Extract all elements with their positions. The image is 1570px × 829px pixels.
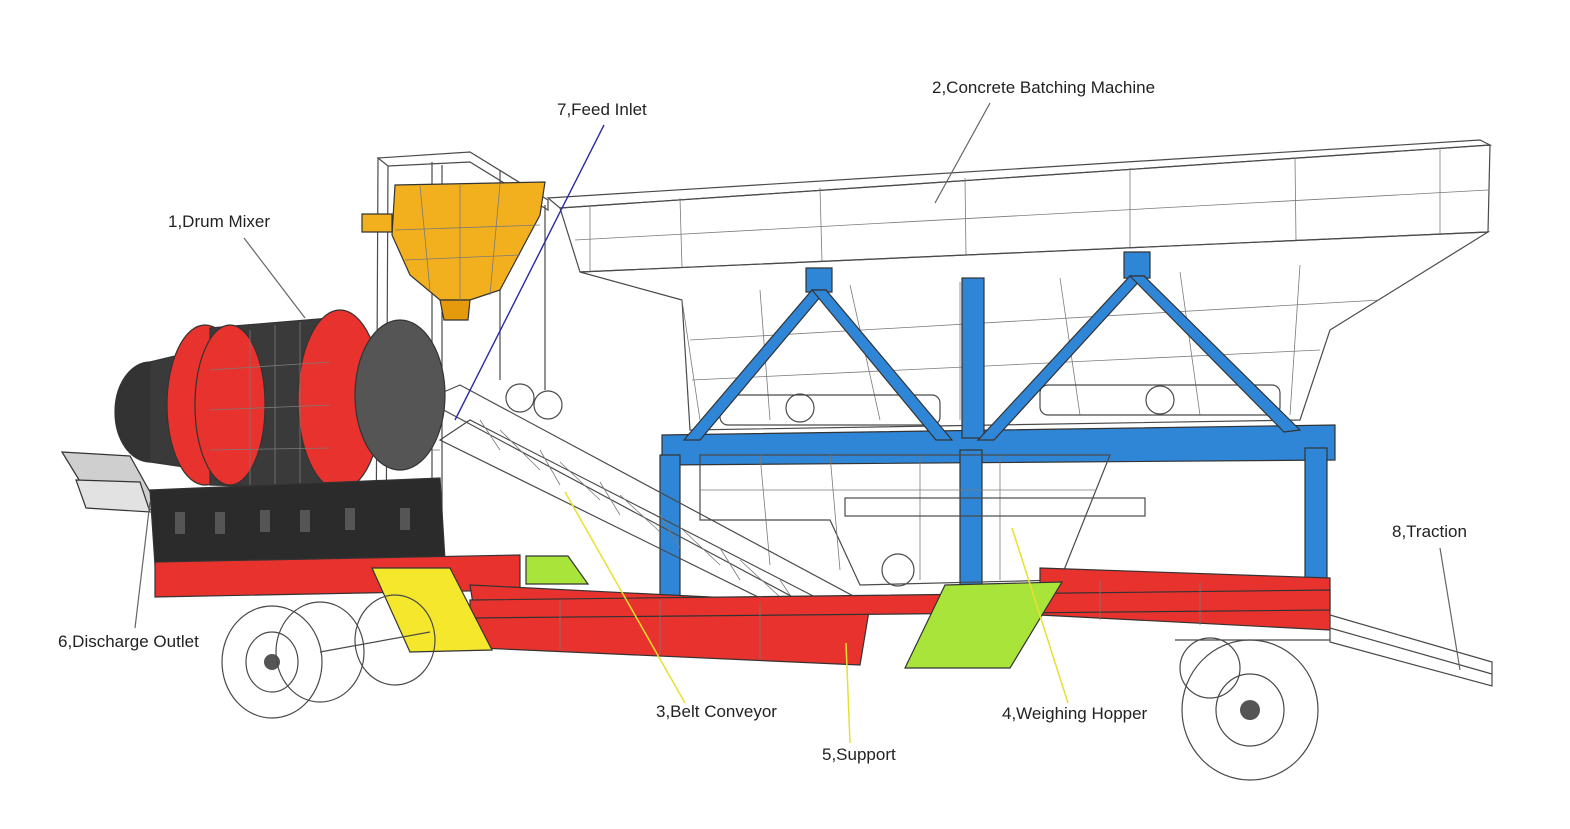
label-belt-conveyor: 3,Belt Conveyor [656,702,777,721]
engine-box [149,477,446,566]
chassis [154,554,1331,666]
label-traction: 8,Traction [1392,522,1467,541]
weighing-hopper [699,454,1146,587]
discharge-outlet [60,451,162,513]
label-concrete-batching-machine: 2,Concrete Batching Machine [932,78,1155,97]
leader-concrete-batching-machine [934,102,991,204]
leader-lines [134,102,1461,744]
leader-discharge-outlet [134,501,151,629]
leader-feed-inlet [454,124,605,421]
batching-machine [546,139,1493,431]
drum-mixer [114,309,446,491]
leader-support [845,642,851,744]
outrigger-pads [371,555,1064,669]
feed-inlet-hopper [361,181,546,321]
label-weighing-hopper: 4,Weighing Hopper [1002,704,1148,723]
label-support: 5,Support [822,745,896,764]
label-feed-inlet: 7,Feed Inlet [557,100,647,119]
support-frame [659,251,1336,616]
callout-labels: 1,Drum Mixer 2,Concrete Batching Machine… [58,78,1467,764]
leader-drum-mixer [243,237,306,319]
leader-belt-conveyor [564,491,686,704]
leader-weighing-hopper [1011,527,1069,704]
front-wheels [1175,637,1330,781]
label-drum-mixer: 1,Drum Mixer [168,212,270,231]
traction-tow-bar [1329,614,1493,687]
leader-traction [1439,547,1461,671]
rear-wheels [221,594,436,719]
label-discharge-outlet: 6,Discharge Outlet [58,632,199,651]
